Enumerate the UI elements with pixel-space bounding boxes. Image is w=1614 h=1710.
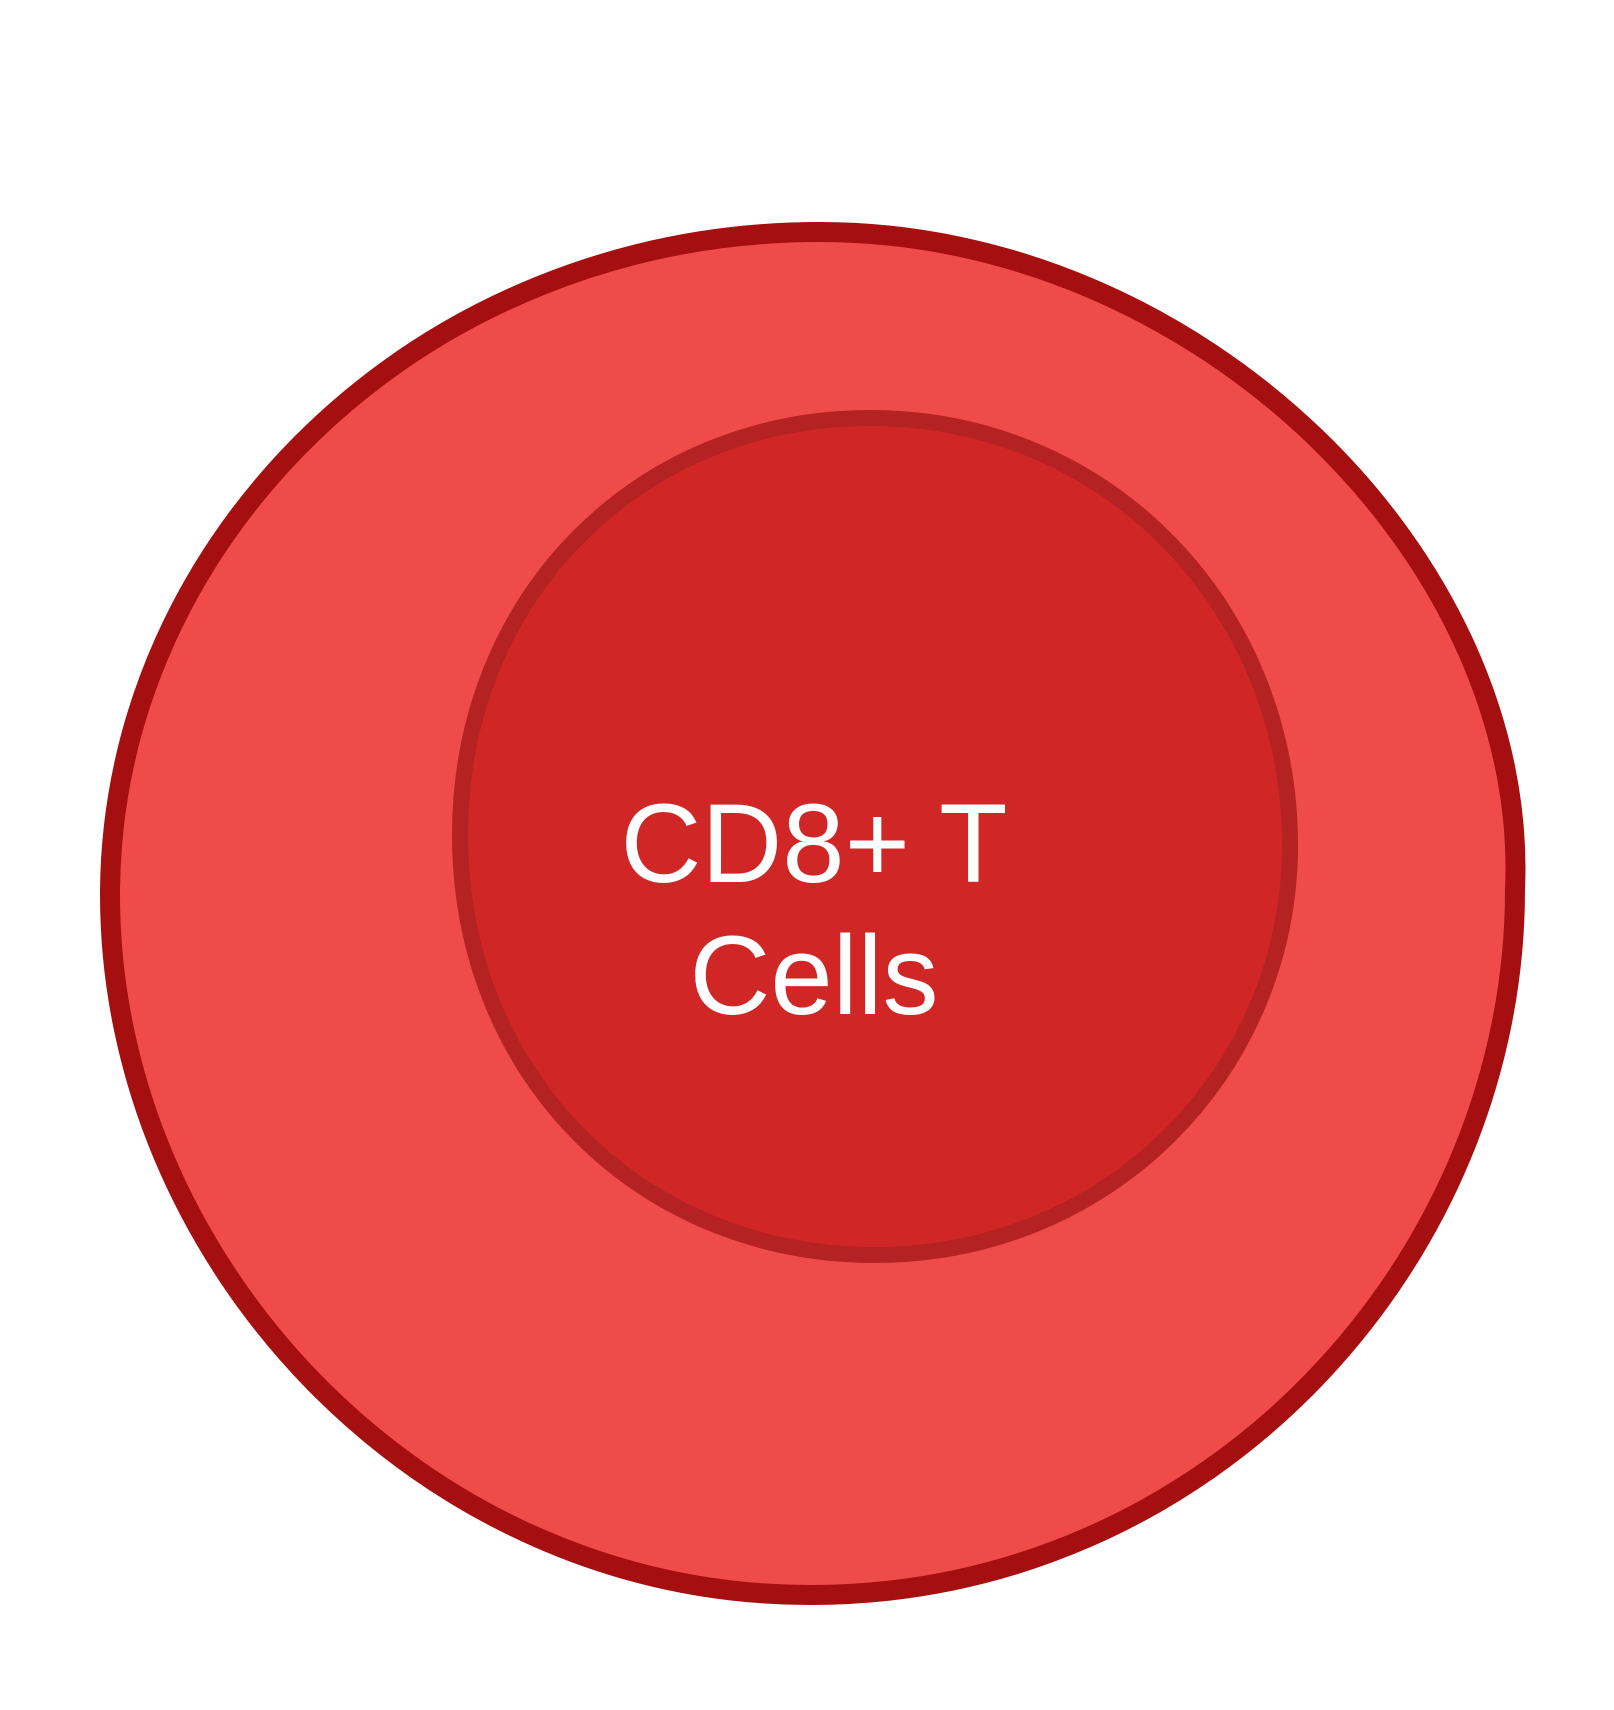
cell-nucleus [451,409,1299,1264]
cell-label-line2: Cells [689,913,939,1038]
cell-label-line1: CD8+ T [620,781,1008,906]
cell-label: CD8+ T Cells [574,780,1054,1040]
